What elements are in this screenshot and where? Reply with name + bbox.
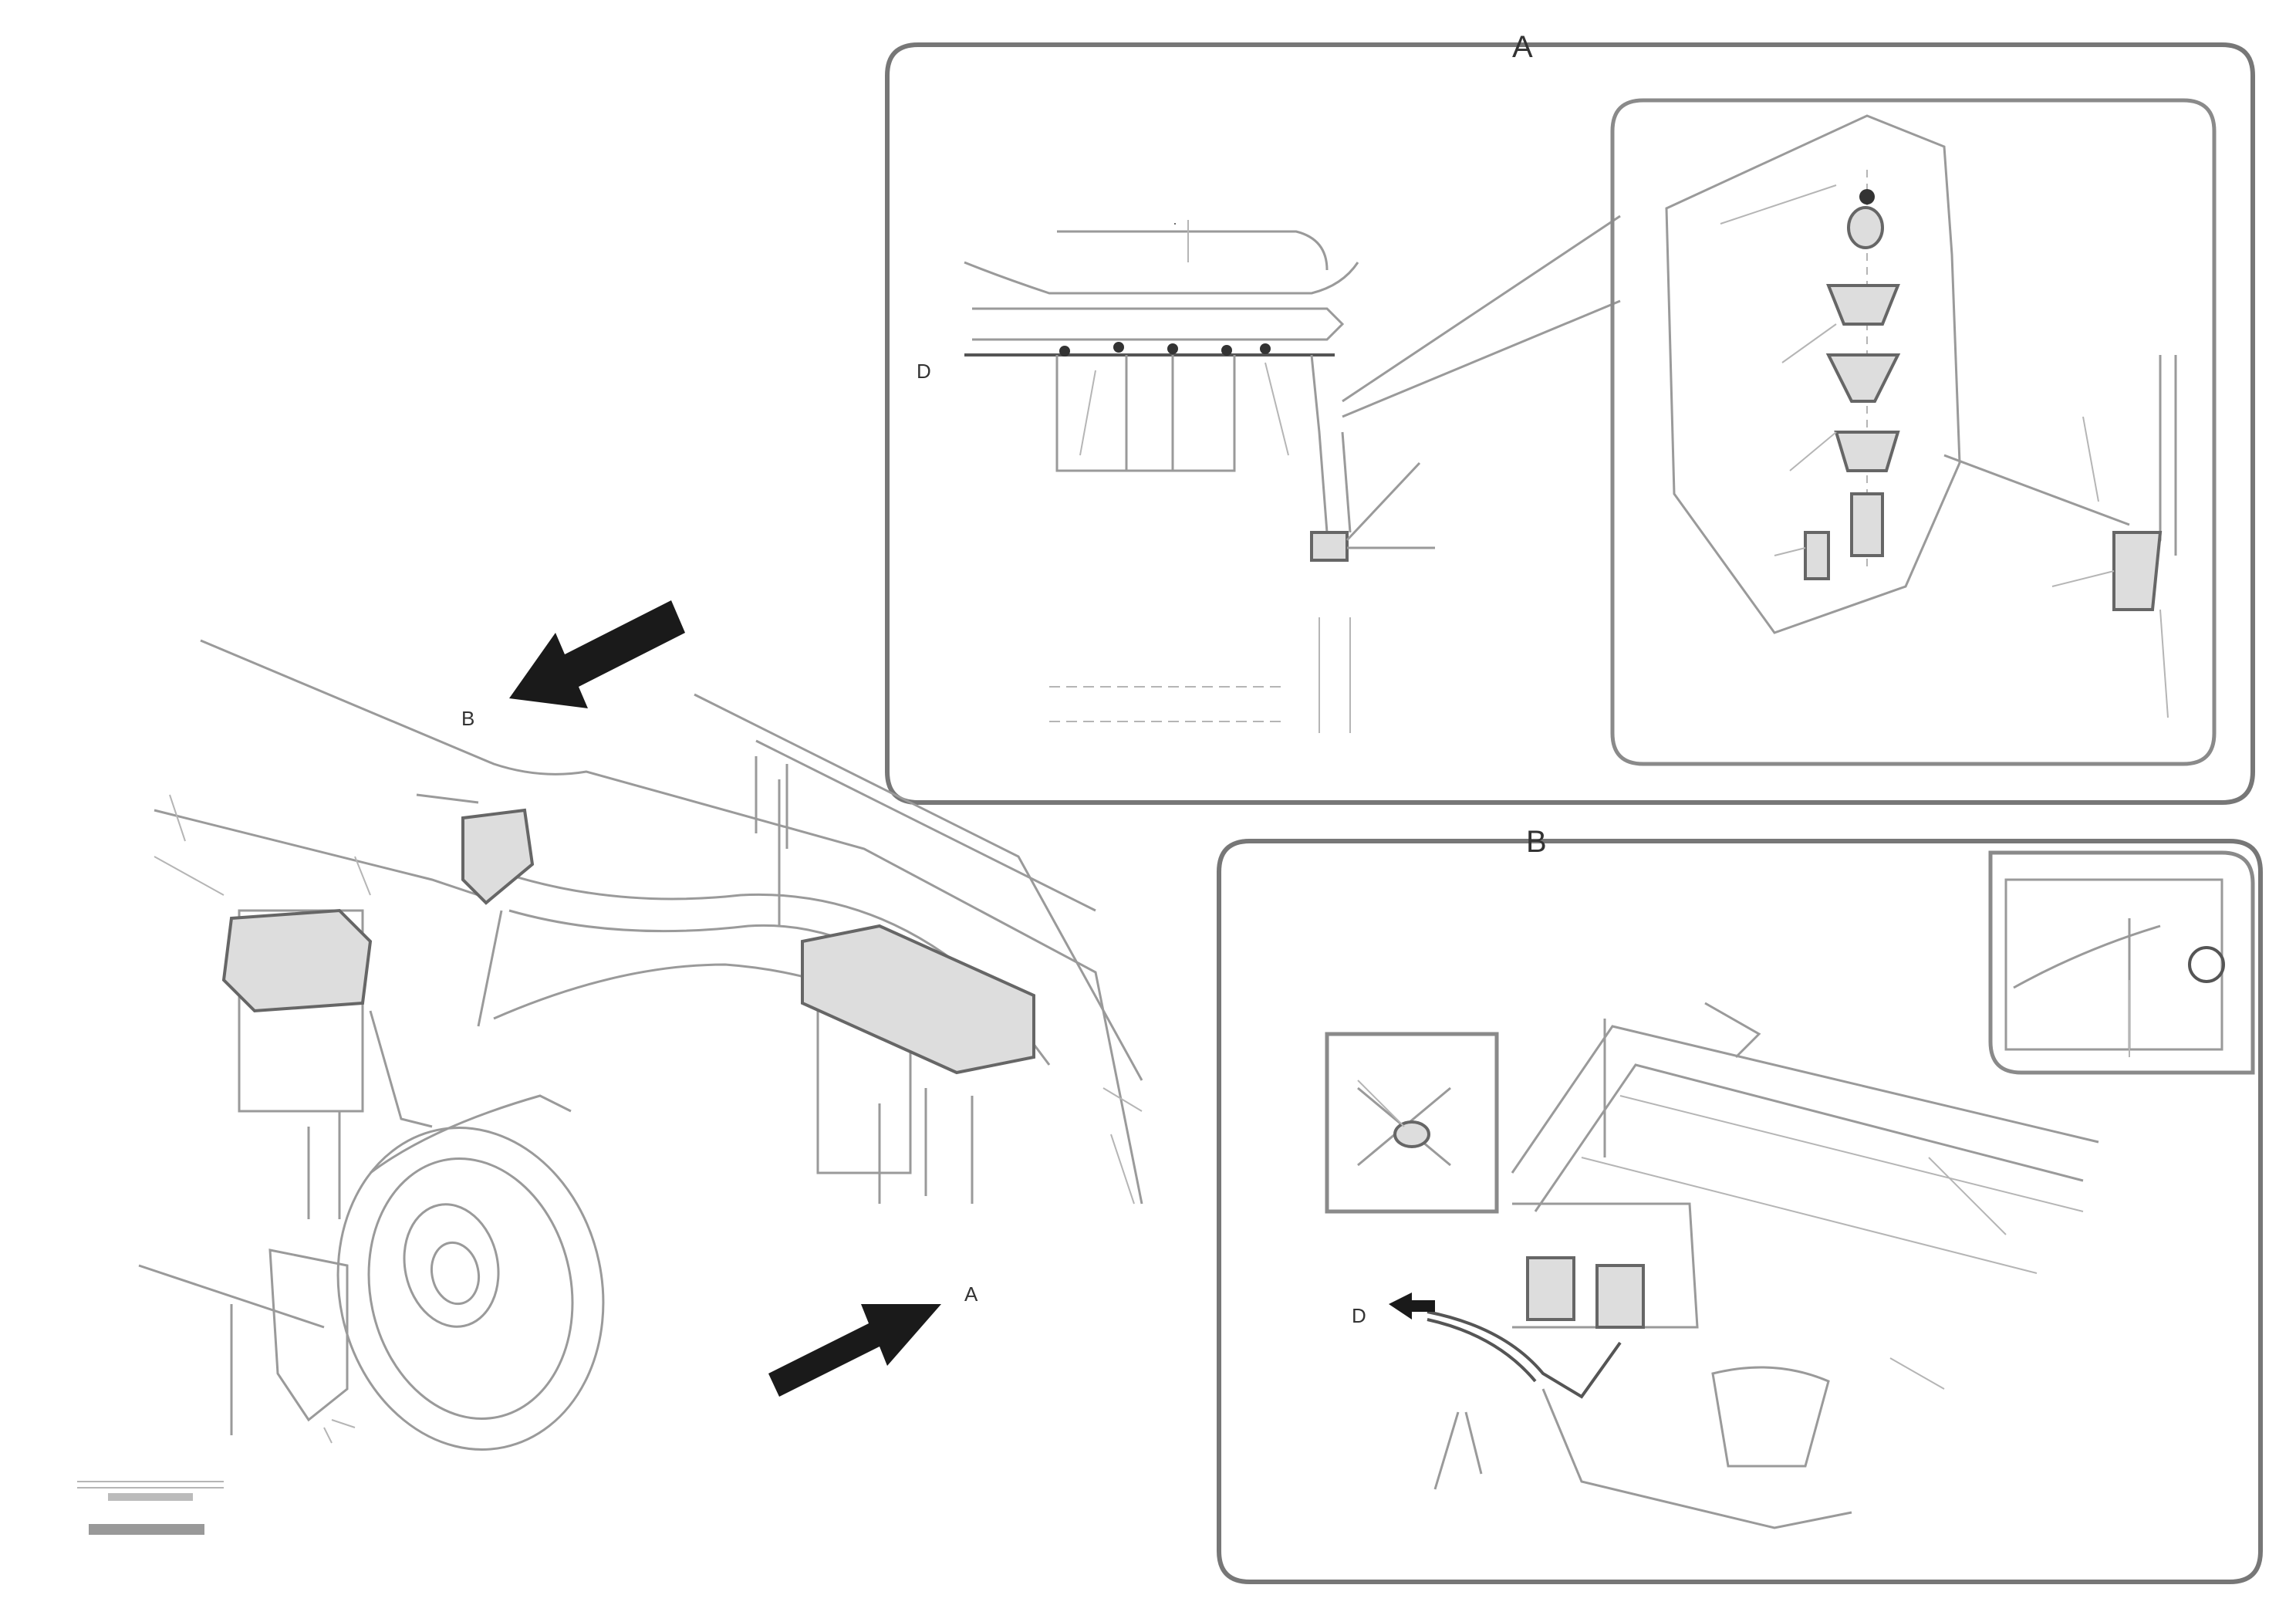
view-arrow-b: B xyxy=(461,600,685,730)
ref-mark: · xyxy=(1173,215,1177,231)
detail-b-label: B xyxy=(1526,825,1547,859)
detail-a-label: A xyxy=(1512,30,1533,64)
detail-b-left-inset xyxy=(1325,1032,1499,1214)
detail-a-zoom-inset xyxy=(1610,98,2217,766)
view-arrow-a: A xyxy=(768,1282,978,1397)
ref-stamp-code xyxy=(89,1524,204,1535)
detail-a-d-label: D xyxy=(917,360,931,383)
ref-stamp-bar xyxy=(108,1493,193,1501)
detail-b-corner-inset xyxy=(1988,850,2255,1075)
detail-b-d-label: D xyxy=(1352,1304,1366,1327)
detail-a-panel: A D · xyxy=(885,30,2255,805)
view-arrow-a-label: A xyxy=(964,1282,978,1306)
detail-a-bracket-drawing: D · xyxy=(917,215,1435,733)
view-arrow-b-label: B xyxy=(461,707,474,730)
main-chassis-drawing xyxy=(77,639,1143,1535)
detail-b-panel: B D xyxy=(1217,825,2263,1584)
